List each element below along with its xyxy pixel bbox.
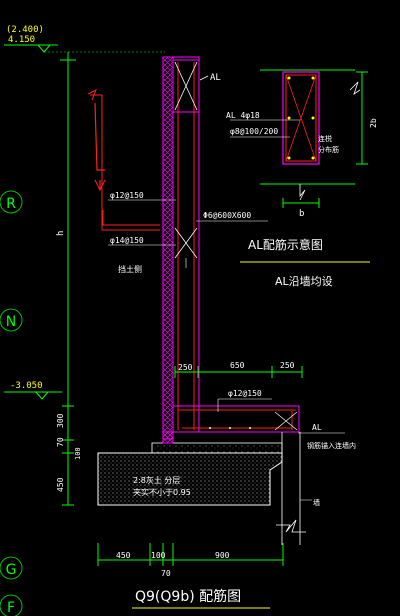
dim-bottom-100: 100 — [151, 551, 166, 560]
dim-300: 300 — [56, 413, 65, 428]
label-base-rebar: φ12@150 — [228, 389, 262, 398]
grid-axis-g: G — [0, 556, 23, 580]
dim-bottom-70: 70 — [161, 569, 171, 578]
elevation-bottom: -3.050 — [10, 381, 43, 391]
label-wall-rebar-2: φ14@150 — [110, 236, 144, 245]
lower-right-wall: 墙 — [276, 432, 320, 545]
rebar-callouts: φ12@150 φ14@150 Φ6@600X600 挡土侧 — [108, 191, 268, 274]
bottom-dimensions: 450 100 900 70 — [97, 543, 284, 578]
al-subtitle: AL沿墙均设 — [275, 274, 333, 288]
label-al-right: AL — [312, 423, 322, 432]
label-tie-bar: Φ6@600X600 — [203, 211, 251, 220]
svg-text:G: G — [6, 562, 17, 578]
elevation-top-bracket: (2.400) — [6, 25, 44, 35]
drawing-title: Q9(Q9b) 配筋图 — [135, 588, 241, 605]
label-soil-note-1: 2:8灰土 分层 — [133, 475, 180, 485]
dim-section-b: b — [299, 209, 304, 219]
elevation-top: 4.150 — [8, 35, 35, 45]
dim-100: 100 — [74, 447, 82, 460]
label-section-note-1: 连棁 — [318, 134, 332, 143]
base-footing: φ12@150 AL 钢筋锚入连墙内 — [151, 389, 356, 456]
label-soil-side: 挡土侧 — [118, 264, 142, 274]
base-top-dimensions: 250 650 250 — [174, 361, 303, 378]
dim-bottom-900: 900 — [215, 551, 230, 560]
label-soil-note-2: 夹实不小于0.95 — [133, 487, 191, 497]
compacted-soil-block: 2:8灰土 分层 夹实不小于0.95 — [97, 452, 283, 506]
label-al-stirrup: φ8@100/200 — [230, 127, 278, 136]
elevation-bottom-mark: -3.050 — [4, 381, 62, 400]
dim-250-left: 250 — [178, 363, 193, 372]
left-dimension-chain: h 300 70 100 450 — [56, 52, 82, 506]
svg-text:F: F — [7, 600, 15, 616]
svg-text:R: R — [6, 196, 16, 212]
elevation-top-mark: (2.400) 4.150 — [4, 25, 165, 53]
dim-section-2b: 2b — [369, 118, 378, 128]
dim-70: 70 — [56, 437, 65, 447]
grid-axis-f: F — [0, 594, 23, 616]
retaining-wall — [162, 56, 200, 440]
label-wall-note: 墙 — [313, 498, 320, 507]
dim-h: h — [56, 231, 66, 236]
label-anchor-note: 钢筋锚入连墙内 — [307, 441, 356, 450]
grid-axis-r: R — [0, 190, 23, 214]
rebar-hook-left — [87, 88, 160, 231]
dim-450: 450 — [56, 477, 65, 492]
al-detail-title: AL配筋示意图 AL沿墙均设 — [240, 237, 370, 288]
svg-text:N: N — [6, 314, 16, 330]
label-wall-rebar-1: φ12@150 — [110, 191, 144, 200]
label-al-rebar: AL 4φ18 — [226, 111, 260, 120]
grid-axis-n: N — [0, 308, 23, 332]
label-al-top: AL — [210, 73, 221, 83]
dim-250-right: 250 — [280, 361, 295, 370]
label-section-note-2: 分布筋 — [318, 145, 339, 154]
tie-bar-cross — [174, 227, 198, 268]
wall-top-ring-beam: AL — [172, 59, 221, 113]
dim-bottom-450: 450 — [116, 551, 131, 560]
drawing-title-block: Q9(Q9b) 配筋图 — [132, 588, 270, 609]
al-title: AL配筋示意图 — [248, 237, 323, 252]
al-section-detail: b 2b AL 4φ18 φ8@100/200 连棁 分布筋 — [226, 69, 378, 219]
dim-650: 650 — [230, 361, 245, 370]
